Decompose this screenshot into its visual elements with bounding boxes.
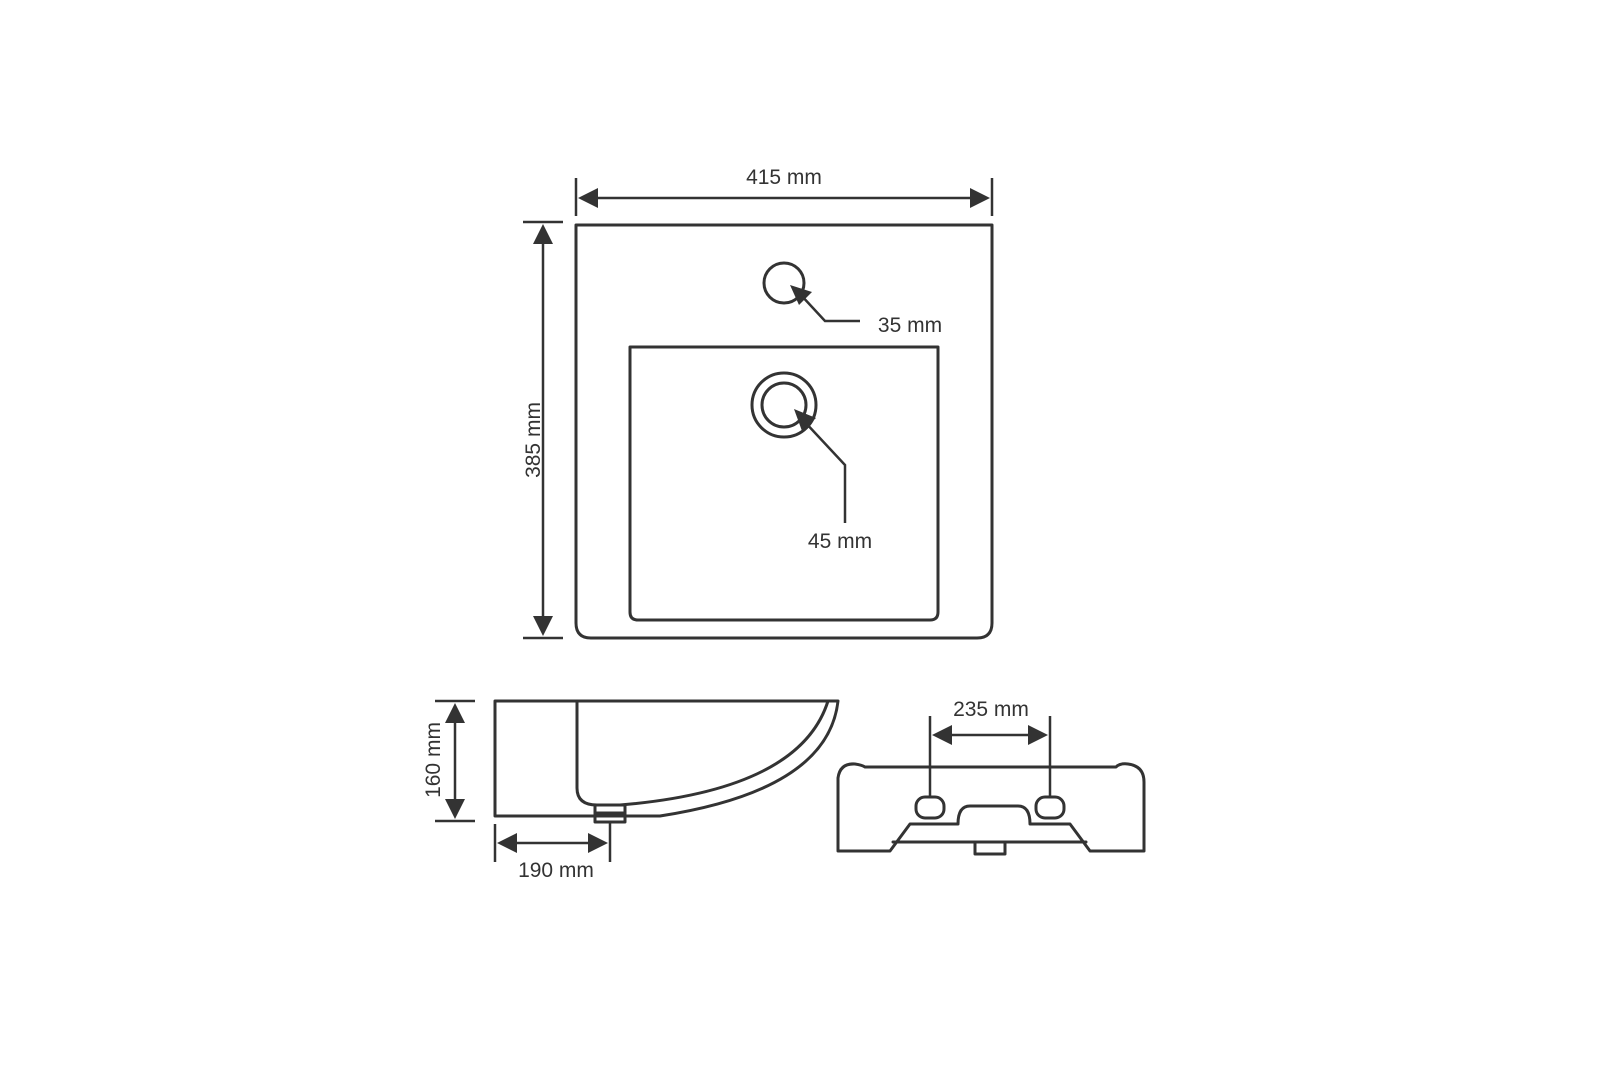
- tap-hole-leader: 35 mm: [790, 285, 942, 337]
- drain-inner: [760, 381, 808, 429]
- side-outline: [493, 699, 840, 818]
- drain-leader: 45 mm: [794, 409, 872, 553]
- side-bowl: [575, 699, 830, 807]
- depth-dimension: 385 mm: [522, 220, 563, 640]
- drain-label: 45 mm: [808, 530, 872, 553]
- back-tab: [973, 840, 1007, 856]
- height-label: 160 mm: [422, 722, 445, 798]
- width-label: 415 mm: [746, 166, 822, 189]
- tap-hole: [762, 261, 806, 305]
- top-view: 415 mm 385 mm 35 mm 45 mm: [522, 166, 994, 640]
- drain-outer: [750, 371, 818, 439]
- mounting-hole-right: [1034, 795, 1066, 820]
- back-outline: [836, 762, 1146, 853]
- mounting-holes-dimension: 235 mm: [928, 698, 1052, 797]
- drain-offset-dimension: 190 mm: [493, 822, 612, 882]
- mounting-hole-left: [914, 795, 946, 820]
- bowl-outline: [628, 345, 940, 622]
- height-dimension: 160 mm: [422, 699, 475, 823]
- mounting-holes-label: 235 mm: [953, 698, 1029, 721]
- back-view: 235 mm: [836, 698, 1146, 856]
- depth-label: 385 mm: [522, 402, 545, 478]
- side-view: 160 mm 190 mm: [422, 699, 840, 882]
- tap-hole-label: 35 mm: [878, 314, 942, 337]
- width-dimension: 415 mm: [574, 166, 994, 216]
- drain-offset-label: 190 mm: [518, 859, 594, 882]
- basin-outline: [574, 223, 994, 640]
